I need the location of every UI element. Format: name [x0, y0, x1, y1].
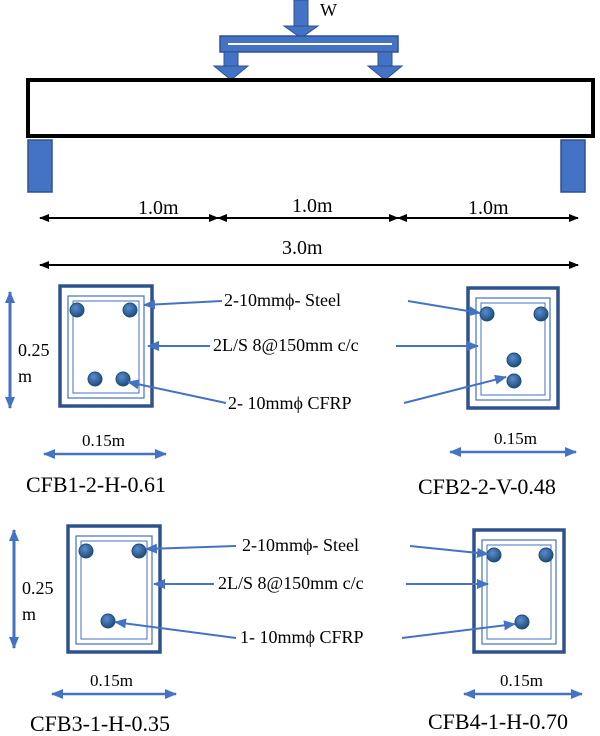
section-name-cfb1: CFB1-2-H-0.61 [26, 472, 166, 497]
cfrp-bar [87, 371, 103, 387]
steel-bar [533, 306, 549, 322]
section-name-cfb2: CFB2-2-V-0.48 [418, 474, 556, 499]
width-label-cfb2: 0.15m [494, 429, 537, 448]
steel-bar [538, 547, 554, 563]
leaders-row1 [127, 299, 507, 404]
cfrp-bar [115, 371, 131, 387]
load-label: W [320, 0, 337, 20]
steel-label-row2: 2-10mmϕ- Steel [242, 535, 359, 555]
span-1-label: 1.0m [138, 197, 179, 219]
steel-label-row1: 2-10mmϕ- Steel [224, 290, 341, 310]
spreader-beam [219, 35, 399, 53]
cfrp-bar [100, 613, 116, 629]
cfrp-label-row2: 1- 10mmϕ CFRP [240, 627, 364, 647]
load-arrow [282, 0, 320, 39]
width-label-cfb3: 0.15m [90, 671, 133, 690]
section-cfb1 [58, 284, 154, 408]
beam [26, 78, 595, 138]
support-left [27, 139, 53, 193]
width-label-cfb4: 0.15m [500, 671, 543, 690]
support-right [560, 139, 586, 193]
leaders-row2 [114, 543, 516, 639]
steel-bar [78, 543, 94, 559]
height-unit-row1: m [18, 366, 32, 386]
section-cfb2 [466, 286, 560, 410]
section-name-cfb4: CFB4-1-H-0.70 [428, 709, 568, 734]
section-cfb3 [66, 524, 162, 654]
height-value-row1: 0.25 [18, 340, 50, 360]
total-span-label: 3.0m [282, 237, 323, 259]
stirrup-label-row1: 2L/S 8@150mm c/c [213, 335, 359, 355]
width-label-cfb1: 0.15m [82, 431, 125, 450]
stirrup-label-row2: 2L/S 8@150mm c/c [218, 573, 364, 593]
point-load-left [212, 51, 250, 81]
cfrp-label-row1: 2- 10mmϕ CFRP [228, 393, 352, 413]
height-value-row2: 0.25 [22, 578, 54, 598]
steel-bar [486, 547, 502, 563]
span-2-label: 1.0m [292, 195, 333, 217]
section-name-cfb3: CFB3-1-H-0.35 [30, 711, 170, 736]
point-load-right [366, 51, 404, 81]
cfrp-bar [514, 614, 530, 630]
steel-bar [131, 543, 147, 559]
steel-bar [69, 302, 85, 318]
steel-bar [122, 302, 138, 318]
cfrp-bar [506, 352, 522, 368]
steel-bar [479, 306, 495, 322]
height-unit-row2: m [22, 604, 36, 624]
cfrp-bar [506, 373, 522, 389]
span-3-label: 1.0m [468, 197, 509, 219]
section-cfb4 [472, 528, 566, 654]
